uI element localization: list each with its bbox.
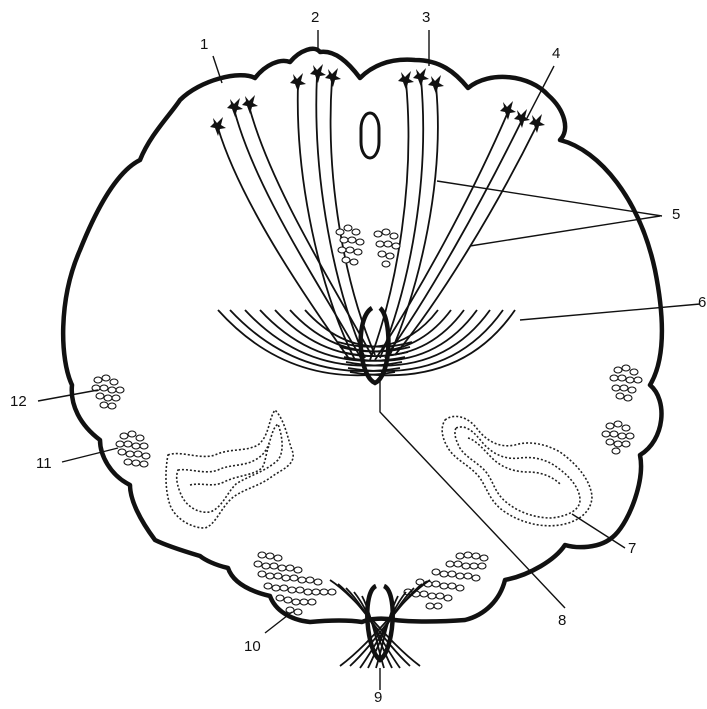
label-10: 10 [244, 639, 261, 654]
label-11: 11 [36, 456, 52, 471]
label-4: 4 [552, 46, 560, 61]
label-8: 8 [558, 613, 566, 628]
label-12: 12 [10, 394, 27, 409]
label-9: 9 [374, 690, 382, 705]
label-3: 3 [422, 10, 430, 25]
label-2: 2 [311, 10, 319, 25]
label-6: 6 [698, 295, 706, 310]
label-7: 7 [628, 541, 636, 556]
label-5: 5 [672, 207, 680, 222]
label-1: 1 [200, 37, 208, 52]
